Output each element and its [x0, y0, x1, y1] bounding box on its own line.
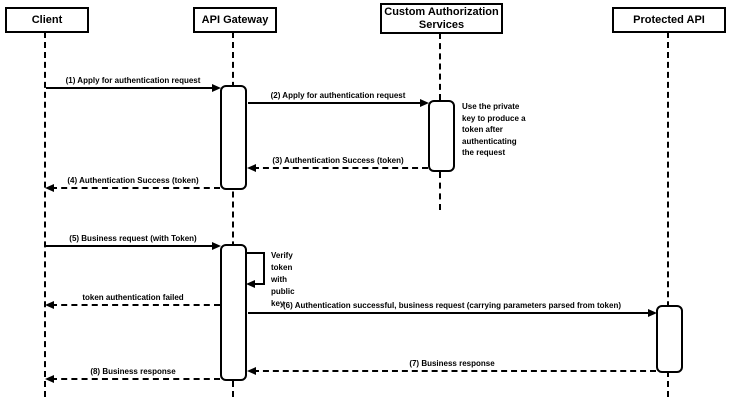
message-8-business-response: (8) Business response — [45, 367, 220, 383]
message-token-auth-failed: token authentication failed — [45, 293, 220, 309]
self-message-label: Verify token with public key — [271, 251, 295, 308]
actor-protected-api: Protected API — [612, 7, 726, 33]
activation-protected-api — [656, 305, 683, 373]
arrowhead-icon — [420, 99, 429, 107]
message-4-authentication-success: (4) Authentication Success (token) — [45, 176, 220, 192]
arrowhead-icon — [45, 301, 54, 309]
actor-custom-authorization-services-label: Custom Authorization Services — [384, 5, 499, 31]
activation-api-gateway-business — [220, 244, 247, 381]
arrowhead-icon — [247, 164, 256, 172]
message-6-auth-successful-business-request: (6) Authentication successful, business … — [248, 301, 657, 317]
message-6-label: (6) Authentication successful, business … — [282, 301, 622, 310]
self-message-line — [247, 252, 265, 254]
message-line — [248, 312, 651, 314]
message-line — [51, 378, 220, 380]
message-3-label: (3) Authentication Success (token) — [272, 156, 404, 165]
message-line — [46, 245, 215, 247]
message-line — [51, 304, 220, 306]
activation-custom-authorization — [428, 100, 455, 172]
message-5-label: (5) Business request (with Token) — [69, 234, 197, 243]
message-1-label: (1) Apply for authentication request — [65, 76, 201, 85]
message-line — [253, 167, 428, 169]
arrowhead-icon — [45, 184, 54, 192]
message-4-label: (4) Authentication Success (token) — [67, 176, 199, 185]
actor-protected-api-label: Protected API — [633, 13, 705, 26]
message-1-apply-authentication: (1) Apply for authentication request — [46, 76, 221, 92]
actor-client-label: Client — [31, 13, 63, 26]
message-line — [51, 187, 220, 189]
message-7-business-response: (7) Business response — [247, 359, 656, 375]
message-7-label: (7) Business response — [409, 359, 495, 368]
note-private-key: Use the private key to produce a token a… — [462, 102, 526, 157]
message-5-business-request: (5) Business request (with Token) — [46, 234, 221, 250]
message-8-label: (8) Business response — [90, 367, 176, 376]
message-line — [253, 370, 656, 372]
lifeline-protected-api — [667, 32, 669, 397]
lifeline-custom-authorization-upper — [439, 33, 441, 100]
arrowhead-icon — [247, 367, 256, 375]
actor-custom-authorization-services: Custom Authorization Services — [380, 3, 503, 34]
message-token-auth-failed-label: token authentication failed — [82, 293, 184, 302]
message-line — [248, 102, 423, 104]
arrowhead-icon — [45, 375, 54, 383]
lifeline-client — [44, 32, 46, 397]
lifeline-custom-authorization-lower — [439, 172, 441, 210]
self-message-line — [263, 252, 265, 285]
actor-api-gateway: API Gateway — [193, 7, 277, 33]
message-line — [46, 87, 215, 89]
lifeline-api-gateway — [232, 32, 234, 397]
self-message-verify-token: Verify token with public key — [246, 251, 295, 308]
self-message-line — [253, 283, 265, 285]
arrowhead-icon — [246, 280, 255, 288]
actor-client: Client — [5, 7, 89, 33]
message-2-apply-authentication: (2) Apply for authentication request — [248, 91, 429, 107]
arrowhead-icon — [212, 242, 221, 250]
arrowhead-icon — [648, 309, 657, 317]
activation-api-gateway-auth — [220, 85, 247, 190]
actor-api-gateway-label: API Gateway — [201, 13, 269, 26]
message-3-authentication-success: (3) Authentication Success (token) — [247, 156, 428, 172]
arrowhead-icon — [212, 84, 221, 92]
message-2-label: (2) Apply for authentication request — [270, 91, 406, 100]
